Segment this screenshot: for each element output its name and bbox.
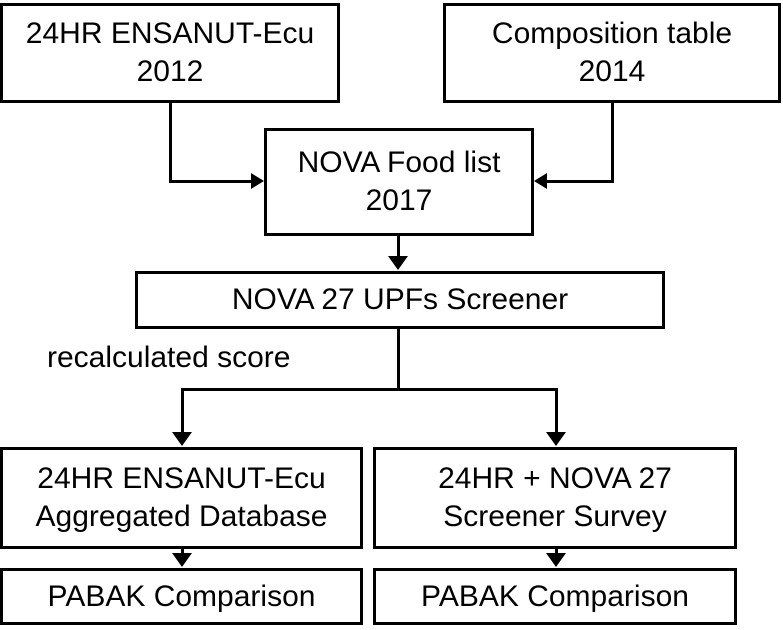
- edge-composition-to-foodlist-vertical-line: [611, 102, 614, 183]
- node-aggregated-database-line2: Aggregated Database: [35, 500, 328, 533]
- node-nova-food-list-2017-line1: NOVA Food list: [297, 146, 501, 179]
- node-pabak-comparison-left: PABAK Comparison: [0, 568, 363, 625]
- arrowhead-left-icon: [534, 173, 547, 189]
- node-24hr-nova27-screener-survey: 24HR + NOVA 27 Screener Survey: [373, 447, 737, 549]
- edge-survey-to-pabak-line: [555, 549, 558, 554]
- node-pabak-comparison-left-line1: PABAK Comparison: [47, 579, 316, 613]
- arrowhead-down-icon: [172, 432, 192, 446]
- edge-screener-split-right-line: [555, 388, 558, 433]
- node-24hr-ensanut-2012-line2: 2012: [136, 55, 204, 88]
- arrowhead-down-icon: [172, 553, 192, 567]
- node-24hr-ensanut-2012: 24HR ENSANUT-Ecu 2012: [0, 3, 340, 103]
- edge-screener-split-stem-line: [397, 329, 400, 391]
- edge-aggregated-to-pabak-line: [181, 549, 184, 554]
- arrowhead-down-icon: [546, 553, 566, 567]
- node-nova-food-list-2017: NOVA Food list 2017: [264, 128, 534, 236]
- edge-composition-to-foodlist-horizontal-line: [547, 180, 614, 183]
- node-pabak-comparison-right-line1: PABAK Comparison: [421, 579, 689, 613]
- node-nova-27-upfs-screener: NOVA 27 UPFs Screener: [135, 271, 665, 329]
- node-24hr-ensanut-aggregated-database: 24HR ENSANUT-Ecu Aggregated Database: [0, 447, 363, 549]
- edge-screener-split-horizontal-line: [181, 388, 558, 391]
- edge-screener-split-left-line: [181, 388, 184, 433]
- node-screener-survey-line1: 24HR + NOVA 27: [438, 462, 672, 495]
- node-composition-table-2014-line2: 2014: [578, 55, 646, 88]
- arrowhead-down-icon: [388, 256, 408, 270]
- edge-ensanut-to-foodlist-horizontal-line: [169, 180, 252, 183]
- edge-ensanut-to-foodlist-vertical-line: [169, 102, 172, 183]
- node-aggregated-database-line1: 24HR ENSANUT-Ecu: [37, 462, 326, 495]
- arrowhead-right-icon: [251, 173, 264, 189]
- edge-label-recalculated-score: recalculated score: [47, 341, 291, 374]
- edge-foodlist-to-screener-line: [397, 235, 400, 257]
- node-screener-survey-line2: Screener Survey: [443, 500, 667, 533]
- node-24hr-ensanut-2012-line1: 24HR ENSANUT-Ecu: [25, 17, 315, 50]
- node-composition-table-2014-line1: Composition table: [491, 17, 733, 50]
- node-pabak-comparison-right: PABAK Comparison: [373, 568, 737, 625]
- node-nova-27-upfs-screener-line1: NOVA 27 UPFs Screener: [231, 283, 569, 316]
- node-nova-food-list-2017-line2: 2017: [365, 184, 433, 217]
- arrowhead-down-icon: [546, 432, 566, 446]
- node-composition-table-2014: Composition table 2014: [443, 3, 781, 103]
